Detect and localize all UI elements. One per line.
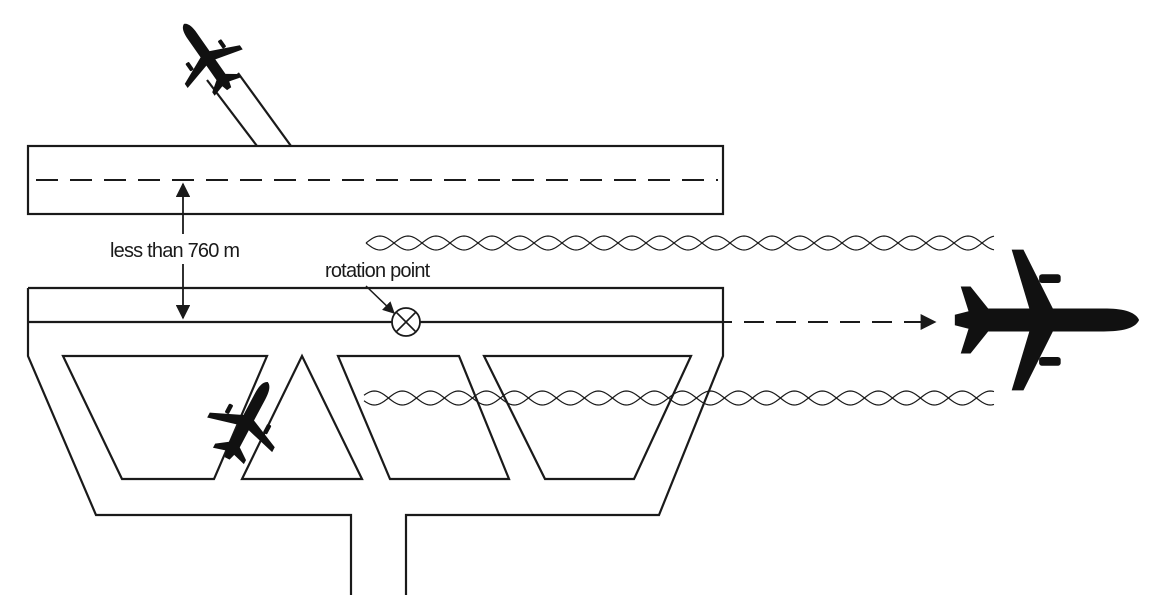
departing-aircraft-icon (954, 249, 1140, 391)
circled-x-icon (391, 307, 421, 337)
lower-wake-turbulence (363, 390, 995, 406)
upper-runway (26, 144, 725, 216)
taxiing-aircraft-top-icon (156, 4, 257, 108)
separation-label: less than 760 m (110, 240, 239, 262)
infield-islands (61, 353, 693, 481)
separation-dimension: less than 760 m (108, 182, 268, 320)
rotation-point-marker: rotation point (325, 260, 431, 337)
upper-wake-turbulence (365, 235, 995, 251)
taxiing-aircraft-infield-icon (194, 364, 301, 476)
rotation-point-label: rotation point (325, 260, 431, 282)
lower-runway-complex (26, 286, 725, 595)
